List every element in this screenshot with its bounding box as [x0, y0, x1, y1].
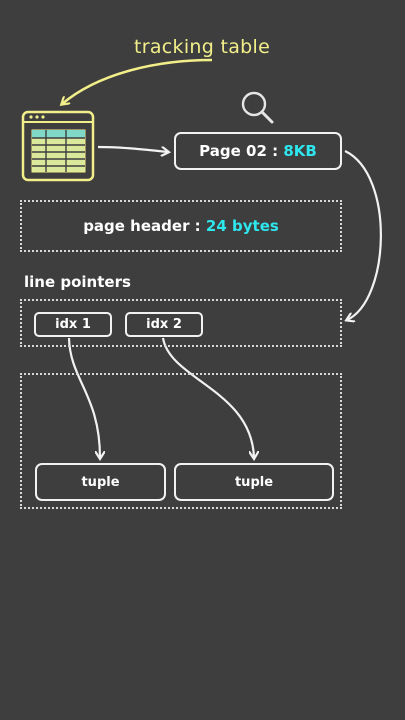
tracking-arrow [62, 58, 213, 104]
line-pointers-region [20, 299, 342, 347]
line-pointer-idx-2: idx 2 [125, 312, 203, 337]
page-header-size: 24 bytes [205, 217, 279, 235]
magnifier-icon [241, 91, 274, 124]
page-header-label: page header : [83, 217, 201, 235]
page-to-pointers-arrow [345, 150, 382, 320]
icon-to-page-arrow [97, 145, 168, 152]
page-header-region: page header : 24 bytes [20, 200, 342, 252]
line-pointer-idx-1: idx 1 [34, 312, 112, 337]
line-pointers-title: line pointers [24, 273, 131, 291]
tuples-region [20, 373, 342, 509]
page-name: Page 02 : [199, 142, 279, 160]
tuple-2: tuple [174, 463, 334, 501]
idx2-to-tuple-arrow [161, 337, 254, 458]
page-box: Page 02 : 8KB [174, 132, 342, 170]
table-window-icon [21, 110, 95, 182]
tuple-1: tuple [35, 463, 166, 501]
page-size: 8KB [283, 142, 317, 160]
idx1-to-tuple-arrow [67, 337, 100, 458]
tracking-table-label: tracking table [134, 36, 271, 58]
